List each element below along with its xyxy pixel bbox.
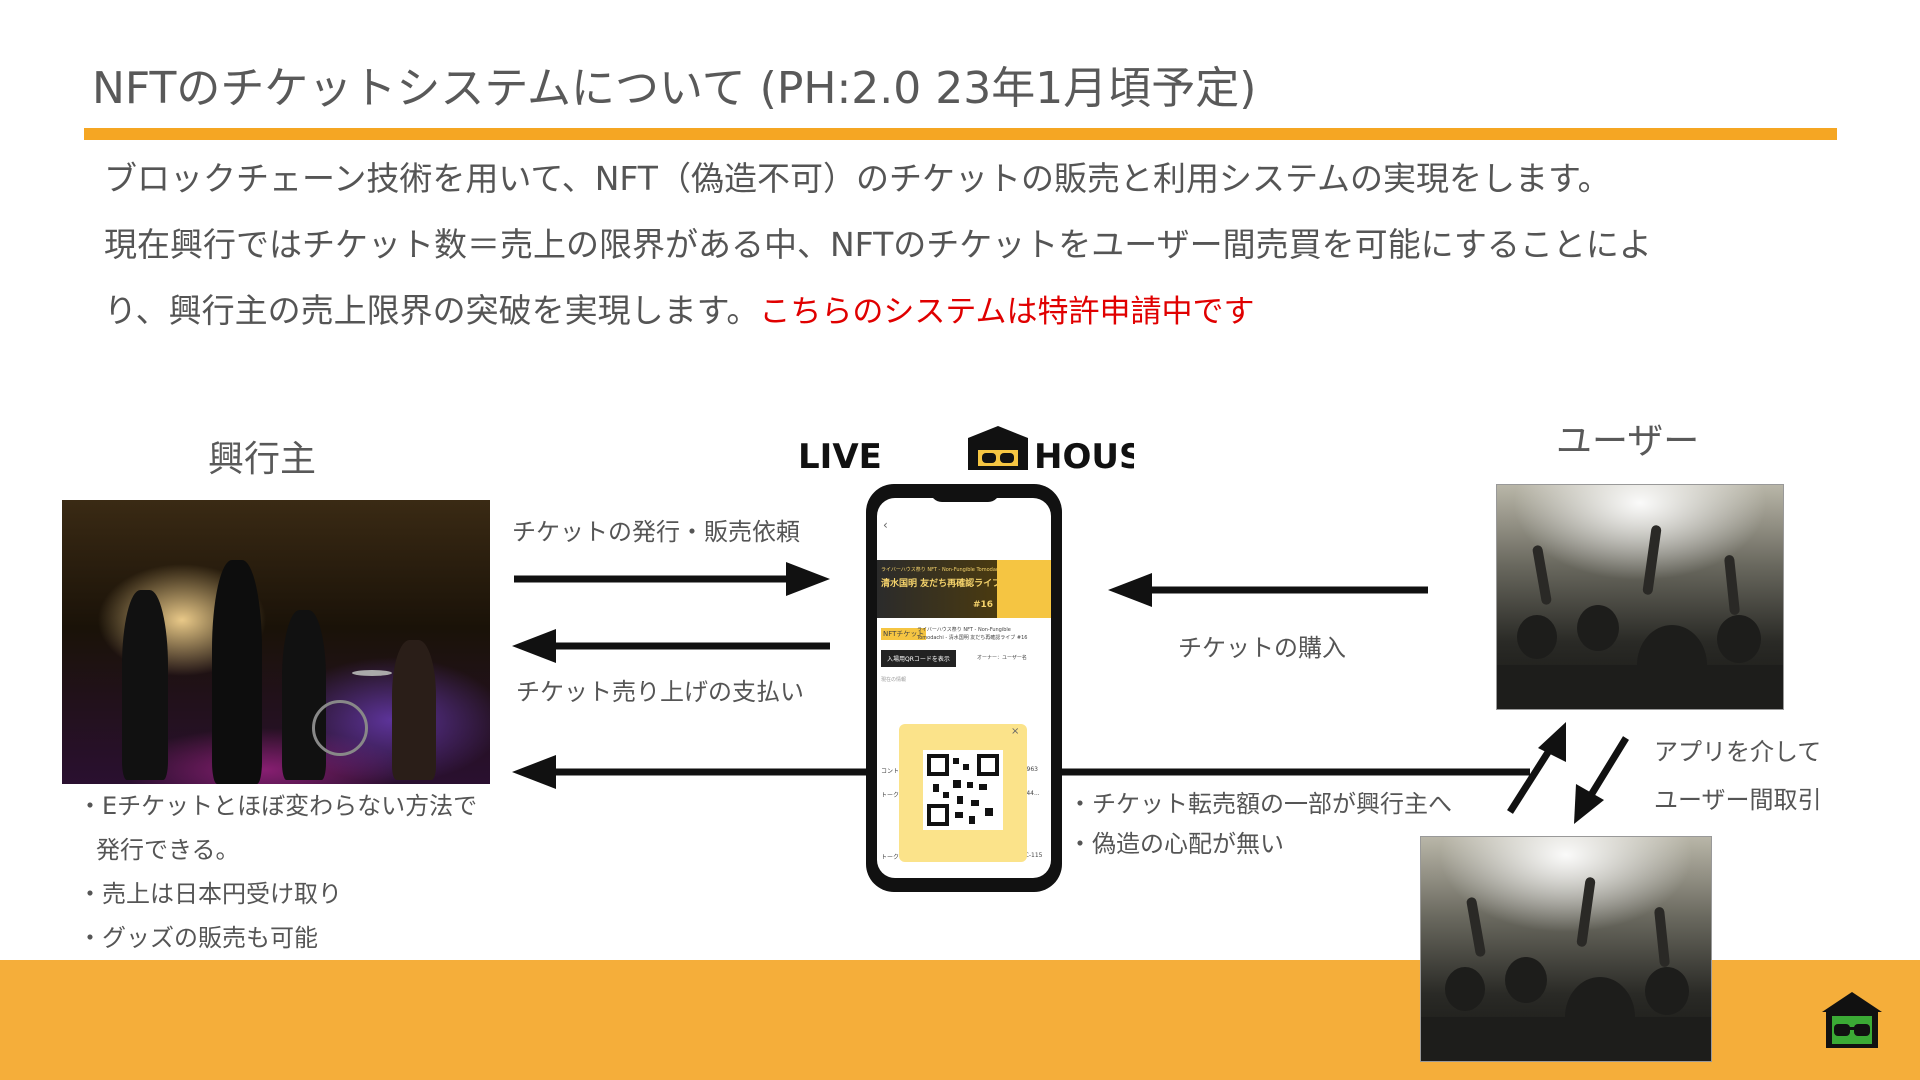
crowd-photo [1496, 484, 1784, 710]
banner-number: #16 [973, 600, 993, 610]
banner-line: ライバーハウス祭り NFT - Non-Fungible Tomodachi [881, 566, 1003, 573]
logo-text-right: HOUSE [1034, 437, 1134, 474]
arrow-user-down [1574, 738, 1626, 824]
row1-label: コント [881, 766, 899, 775]
user-label: ユーザー [1556, 412, 1699, 464]
house-logo-icon [1820, 990, 1884, 1050]
detail-header: 現在の情報 [881, 676, 906, 683]
nft-banner: ライバーハウス祭り NFT - Non-Fungible Tomodachi 清… [877, 560, 1051, 618]
arrow-purchase [1108, 573, 1428, 607]
qr-card: × [899, 724, 1027, 862]
arrow-issue [514, 562, 830, 596]
livehouse-logo: LIVE HOUSE [798, 426, 1134, 478]
qr-code-icon [923, 750, 1003, 830]
arrow-payout [512, 629, 830, 663]
crowd-photo-2 [1420, 836, 1712, 1062]
ticket-desc-2: Tomodachi - 清水国明 友だち再確認ライブ #16 [917, 634, 1027, 641]
phone-screen: ‹ ライバーハウス祭り NFT - Non-Fungible Tomodachi… [877, 498, 1051, 878]
ticket-desc-1: ライバーハウス祭り NFT - Non-Fungible [917, 626, 1011, 633]
phone-notch [930, 486, 1000, 502]
logo-text-left: LIVE [798, 437, 882, 474]
back-icon[interactable]: ‹ [883, 518, 888, 532]
arrow-user-up [1510, 722, 1566, 812]
banner-title: 清水国明 友だち再確認ライブ [881, 576, 1001, 589]
show-qr-button[interactable]: 入場用QRコードを表示 [881, 650, 956, 667]
livehouse-logo-icon: LIVE HOUSE [798, 426, 1134, 474]
owner-label: オーナー：ユーザー名 [977, 654, 1027, 661]
row2-label: トーク [881, 790, 899, 799]
close-icon[interactable]: × [1011, 726, 1019, 737]
